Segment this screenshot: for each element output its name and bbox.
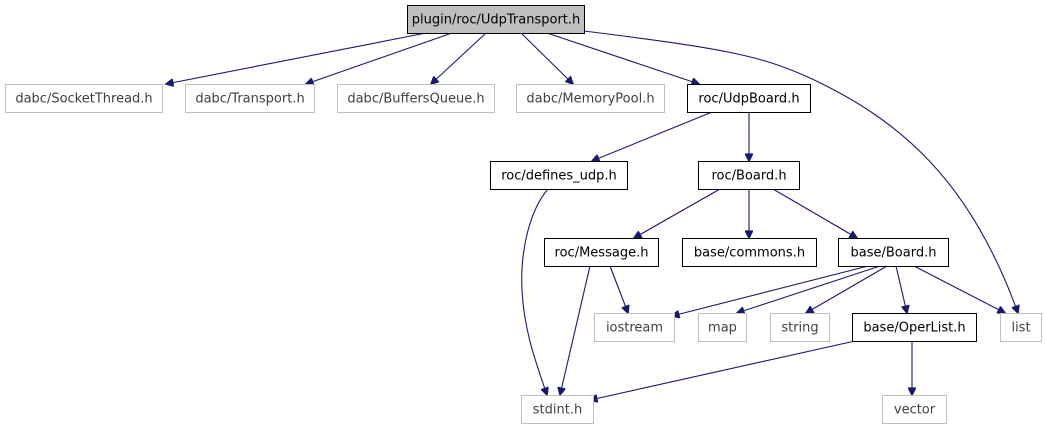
node-box-operlist <box>852 313 977 342</box>
node-vector: vector <box>882 395 947 424</box>
node-label-transport: dabc/Transport.h <box>195 92 304 107</box>
node-label-stdint: stdint.h <box>533 403 582 418</box>
node-label-vector: vector <box>894 403 936 418</box>
node-label-rocboard: roc/Board.h <box>711 169 786 184</box>
node-baseboard[interactable]: base/Board.h <box>838 238 949 267</box>
node-label-memorypool: dabc/MemoryPool.h <box>526 92 654 107</box>
edge-udptransport-to-buffersqueue <box>431 32 487 84</box>
node-label-map: map <box>708 321 737 336</box>
edge-udptransport-to-memorypool <box>520 32 573 84</box>
edge-definesudp-to-stdint <box>521 188 548 395</box>
edge-baseboard-to-string <box>806 265 888 313</box>
node-box-vector <box>882 395 947 424</box>
edge-udptransport-to-udpboard <box>546 32 699 84</box>
node-udptransport: plugin/roc/UdpTransport.h <box>407 5 585 34</box>
node-box-memorypool <box>516 84 665 113</box>
edge-baseboard-to-list <box>913 265 1005 313</box>
node-label-baseboard: base/Board.h <box>851 246 937 261</box>
node-memorypool: dabc/MemoryPool.h <box>516 84 665 113</box>
node-rocboard[interactable]: roc/Board.h <box>698 161 800 190</box>
node-box-list <box>1000 313 1042 342</box>
edge-baseboard-to-map <box>737 265 881 313</box>
node-buffersqueue: dabc/BuffersQueue.h <box>337 84 495 113</box>
node-transport: dabc/Transport.h <box>185 84 315 113</box>
node-box-iostream <box>594 313 675 342</box>
edge-udptransport-to-list <box>583 30 1018 313</box>
edge-udpboard-to-definesudp <box>592 111 713 161</box>
node-commons[interactable]: base/commons.h <box>682 238 817 267</box>
node-box-socketthread <box>5 84 163 113</box>
nodes-layer: plugin/roc/UdpTransport.h dabc/SocketThre… <box>5 5 1042 424</box>
edge-udptransport-to-transport <box>306 32 453 84</box>
node-string: string <box>770 313 830 342</box>
node-label-message: roc/Message.h <box>555 246 649 261</box>
node-stdint: stdint.h <box>521 395 594 424</box>
node-box-map <box>698 313 747 342</box>
node-definesudp[interactable]: roc/defines_udp.h <box>490 161 628 190</box>
node-label-socketthread: dabc/SocketThread.h <box>15 92 152 107</box>
node-label-commons: base/commons.h <box>694 246 805 261</box>
edges-layer <box>166 30 1018 400</box>
node-box-definesudp <box>490 161 628 190</box>
node-box-transport <box>185 84 315 113</box>
node-label-operlist: base/OperList.h <box>863 321 965 336</box>
node-label-udptransport: plugin/roc/UdpTransport.h <box>412 13 581 28</box>
node-label-iostream: iostream <box>606 321 663 336</box>
node-label-udpboard: roc/UdpBoard.h <box>698 92 799 107</box>
node-box-udptransport <box>407 5 585 34</box>
edge-message-to-stdint <box>560 265 591 395</box>
edge-baseboard-to-operlist <box>895 265 907 313</box>
edge-operlist-to-stdint <box>590 340 856 400</box>
node-box-buffersqueue <box>337 84 495 113</box>
node-udpboard[interactable]: roc/UdpBoard.h <box>687 84 811 113</box>
node-box-string <box>770 313 830 342</box>
edge-udptransport-to-socketthread <box>166 32 427 84</box>
edge-rocboard-to-baseboard <box>772 188 857 238</box>
node-box-udpboard <box>687 84 811 113</box>
node-message[interactable]: roc/Message.h <box>544 238 659 267</box>
node-label-buffersqueue: dabc/BuffersQueue.h <box>347 92 484 107</box>
node-box-stdint <box>521 395 594 424</box>
node-operlist[interactable]: base/OperList.h <box>852 313 977 342</box>
node-label-definesudp: roc/defines_udp.h <box>501 169 617 184</box>
node-iostream: iostream <box>594 313 675 342</box>
node-label-string: string <box>781 321 818 336</box>
node-map: map <box>698 313 747 342</box>
node-box-rocboard <box>698 161 800 190</box>
node-socketthread: dabc/SocketThread.h <box>5 84 163 113</box>
node-box-baseboard <box>838 238 949 267</box>
node-list: list <box>1000 313 1042 342</box>
node-box-message <box>544 238 659 267</box>
node-box-commons <box>682 238 817 267</box>
edge-rocboard-to-message <box>634 188 721 238</box>
node-label-list: list <box>1011 321 1030 336</box>
edge-baseboard-to-iostream <box>672 265 869 316</box>
edge-message-to-iostream <box>609 265 628 313</box>
